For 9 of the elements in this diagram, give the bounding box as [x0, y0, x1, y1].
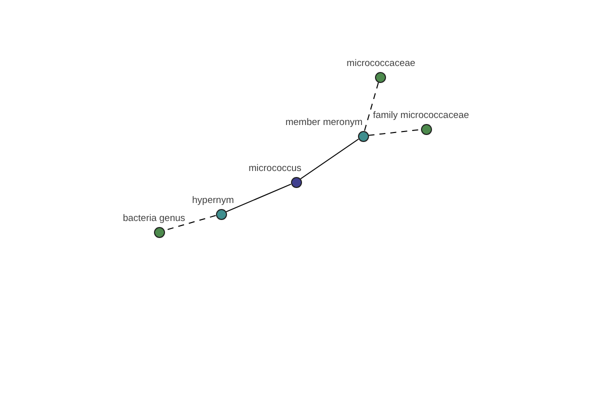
node-label: member meronym: [285, 117, 363, 128]
node-label: micrococcus: [248, 163, 302, 174]
node-label: micrococcaceae: [346, 58, 416, 69]
node-label: family micrococcaceae: [372, 110, 470, 121]
connector-line: [226, 184, 292, 212]
node-label: bacteria genus: [122, 213, 186, 224]
node-label: hypernym: [192, 195, 234, 206]
dashed-connector: [364, 82, 379, 132]
connector-line: [300, 138, 359, 180]
